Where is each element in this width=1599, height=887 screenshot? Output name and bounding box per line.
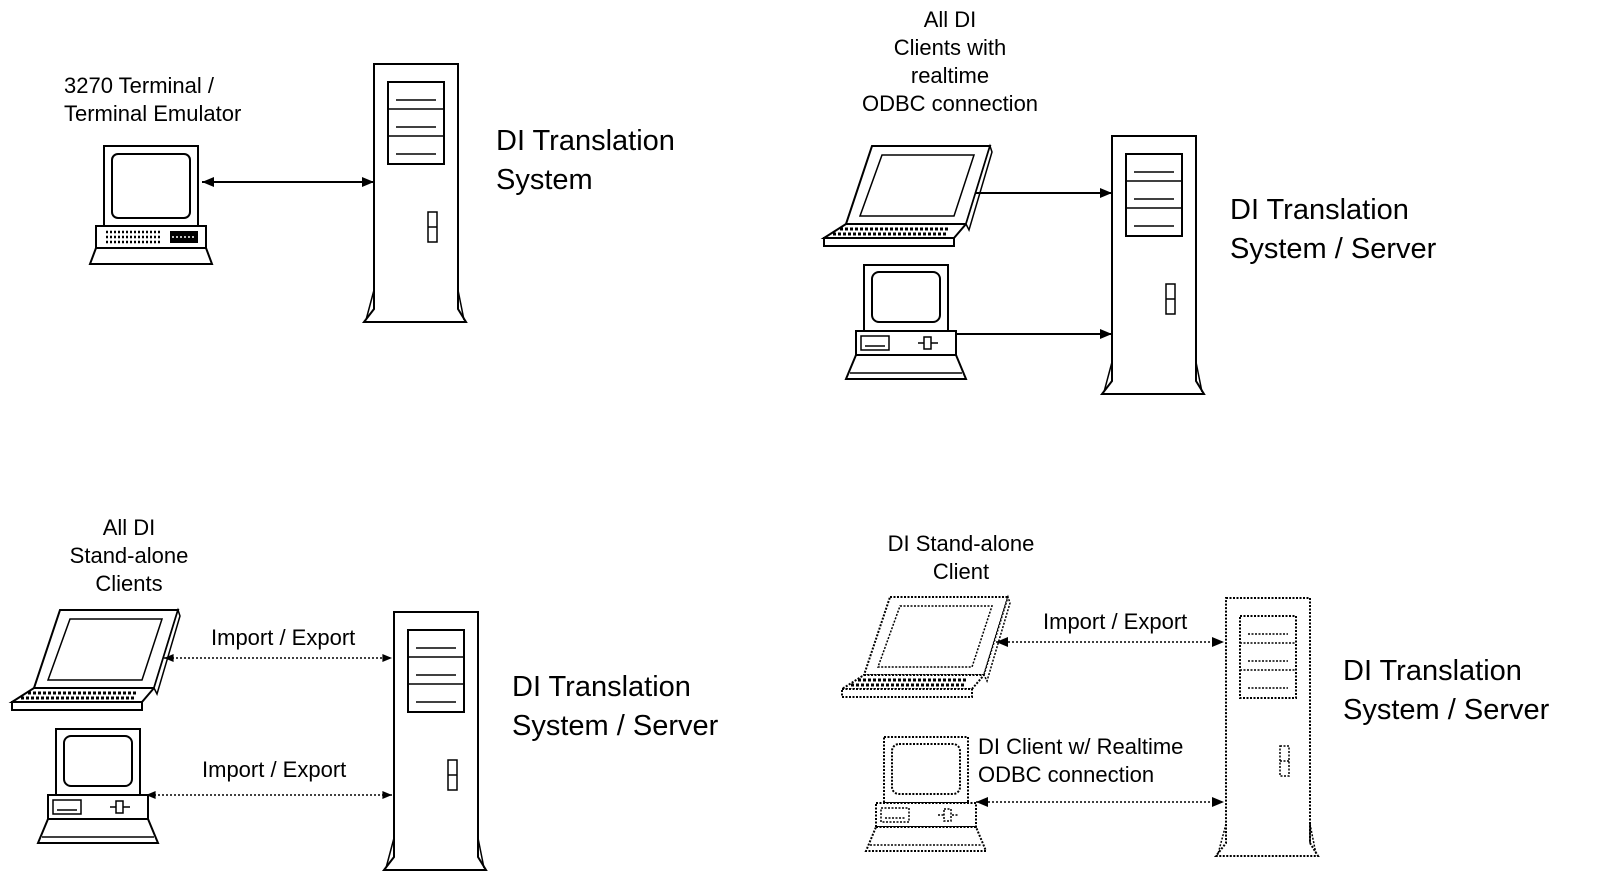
server-label: DI Translation System / Server: [1343, 652, 1549, 729]
import-export-label: Import / Export: [1043, 609, 1188, 634]
clients-label-line-4: ODBC connection: [861, 91, 1039, 117]
tower-server-icon: [1101, 135, 1205, 395]
panel-top-right: [822, 135, 1205, 395]
clients-label: All DI Clients with realtime ODBC connec…: [845, 6, 1055, 119]
laptop-icon: [822, 144, 994, 248]
terminal-label: 3270 Terminal / Terminal Emulator: [64, 72, 241, 128]
standalone-clients-label-line-2: Stand-alone: [69, 543, 189, 569]
server-label-line-1: DI Translation: [1343, 655, 1522, 687]
server-label: DI Translation System / Server: [1230, 191, 1436, 268]
standalone-client-label-line-2: Client: [932, 559, 990, 585]
clients-label-line-3: realtime: [910, 63, 990, 89]
server-label-line-2: System / Server: [1230, 232, 1437, 265]
desktop-computer-icon: [37, 728, 159, 844]
server-label-line-1: DI Translation: [496, 125, 675, 157]
desktop-computer-icon: [865, 736, 987, 852]
terminal-label-line-1: 3270 Terminal /: [64, 73, 215, 98]
realtime-client-label: DI Client w/ Realtime ODBC connection: [978, 733, 1183, 789]
server-label-line-2: System / Server: [1343, 693, 1550, 726]
tower-server-icon: [383, 611, 487, 871]
standalone-client-label-line-1: DI Stand-alone: [887, 531, 1035, 556]
laptop-icon: [840, 595, 1012, 699]
laptop-icon: [10, 608, 182, 712]
clients-label-line-2: Clients with: [893, 35, 1007, 61]
tower-server-icon: [1215, 597, 1319, 857]
realtime-client-label-line-1: DI Client w/ Realtime: [978, 734, 1184, 759]
realtime-client-label-line-2: ODBC connection: [978, 762, 1155, 788]
clients-label-line-1: All DI: [923, 7, 977, 32]
panel-bottom-left: [10, 608, 487, 871]
desktop-computer-icon: [845, 264, 967, 380]
import-export-label: Import / Export: [202, 757, 347, 782]
server-label-line-2: System / Server: [512, 709, 719, 742]
panel-bottom-right: [840, 595, 1319, 857]
server-label-line-1: DI Translation: [512, 671, 691, 703]
standalone-clients-label-line-1: All DI: [102, 515, 156, 540]
tower-server-icon: [363, 63, 467, 323]
server-label: DI Translation System: [496, 122, 675, 199]
panel-top-left: [88, 63, 467, 323]
server-label-line-1: DI Translation: [1230, 194, 1409, 226]
standalone-clients-label-line-3: Clients: [95, 571, 163, 597]
standalone-clients-label: All DI Stand-alone Clients: [34, 514, 224, 598]
terminal-label-line-2: Terminal Emulator: [64, 101, 242, 127]
server-label: DI Translation System / Server: [512, 668, 718, 745]
standalone-client-label: DI Stand-alone Client: [866, 530, 1056, 586]
server-label-line-2: System: [496, 163, 593, 196]
terminal-icon: [88, 144, 214, 266]
import-export-label: Import / Export: [211, 625, 356, 650]
